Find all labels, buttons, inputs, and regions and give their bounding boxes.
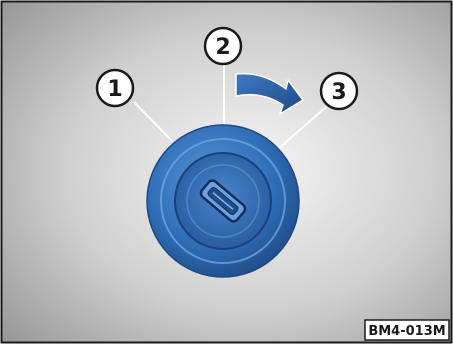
callout-3-label: 3	[331, 80, 346, 105]
figure-code-box: BM4-013M	[364, 319, 450, 341]
leader-line-1	[133, 101, 179, 148]
turn-arrow-icon	[235, 72, 304, 115]
callout-1-label: 1	[107, 77, 122, 102]
leader-line-3	[276, 106, 327, 151]
key-slot-icon	[199, 179, 247, 223]
figure-code: BM4-013M	[368, 324, 445, 339]
callout-2: 2	[203, 26, 243, 66]
callout-1: 1	[95, 68, 135, 108]
callout-2-label: 2	[215, 35, 230, 60]
callout-3: 3	[319, 71, 359, 111]
